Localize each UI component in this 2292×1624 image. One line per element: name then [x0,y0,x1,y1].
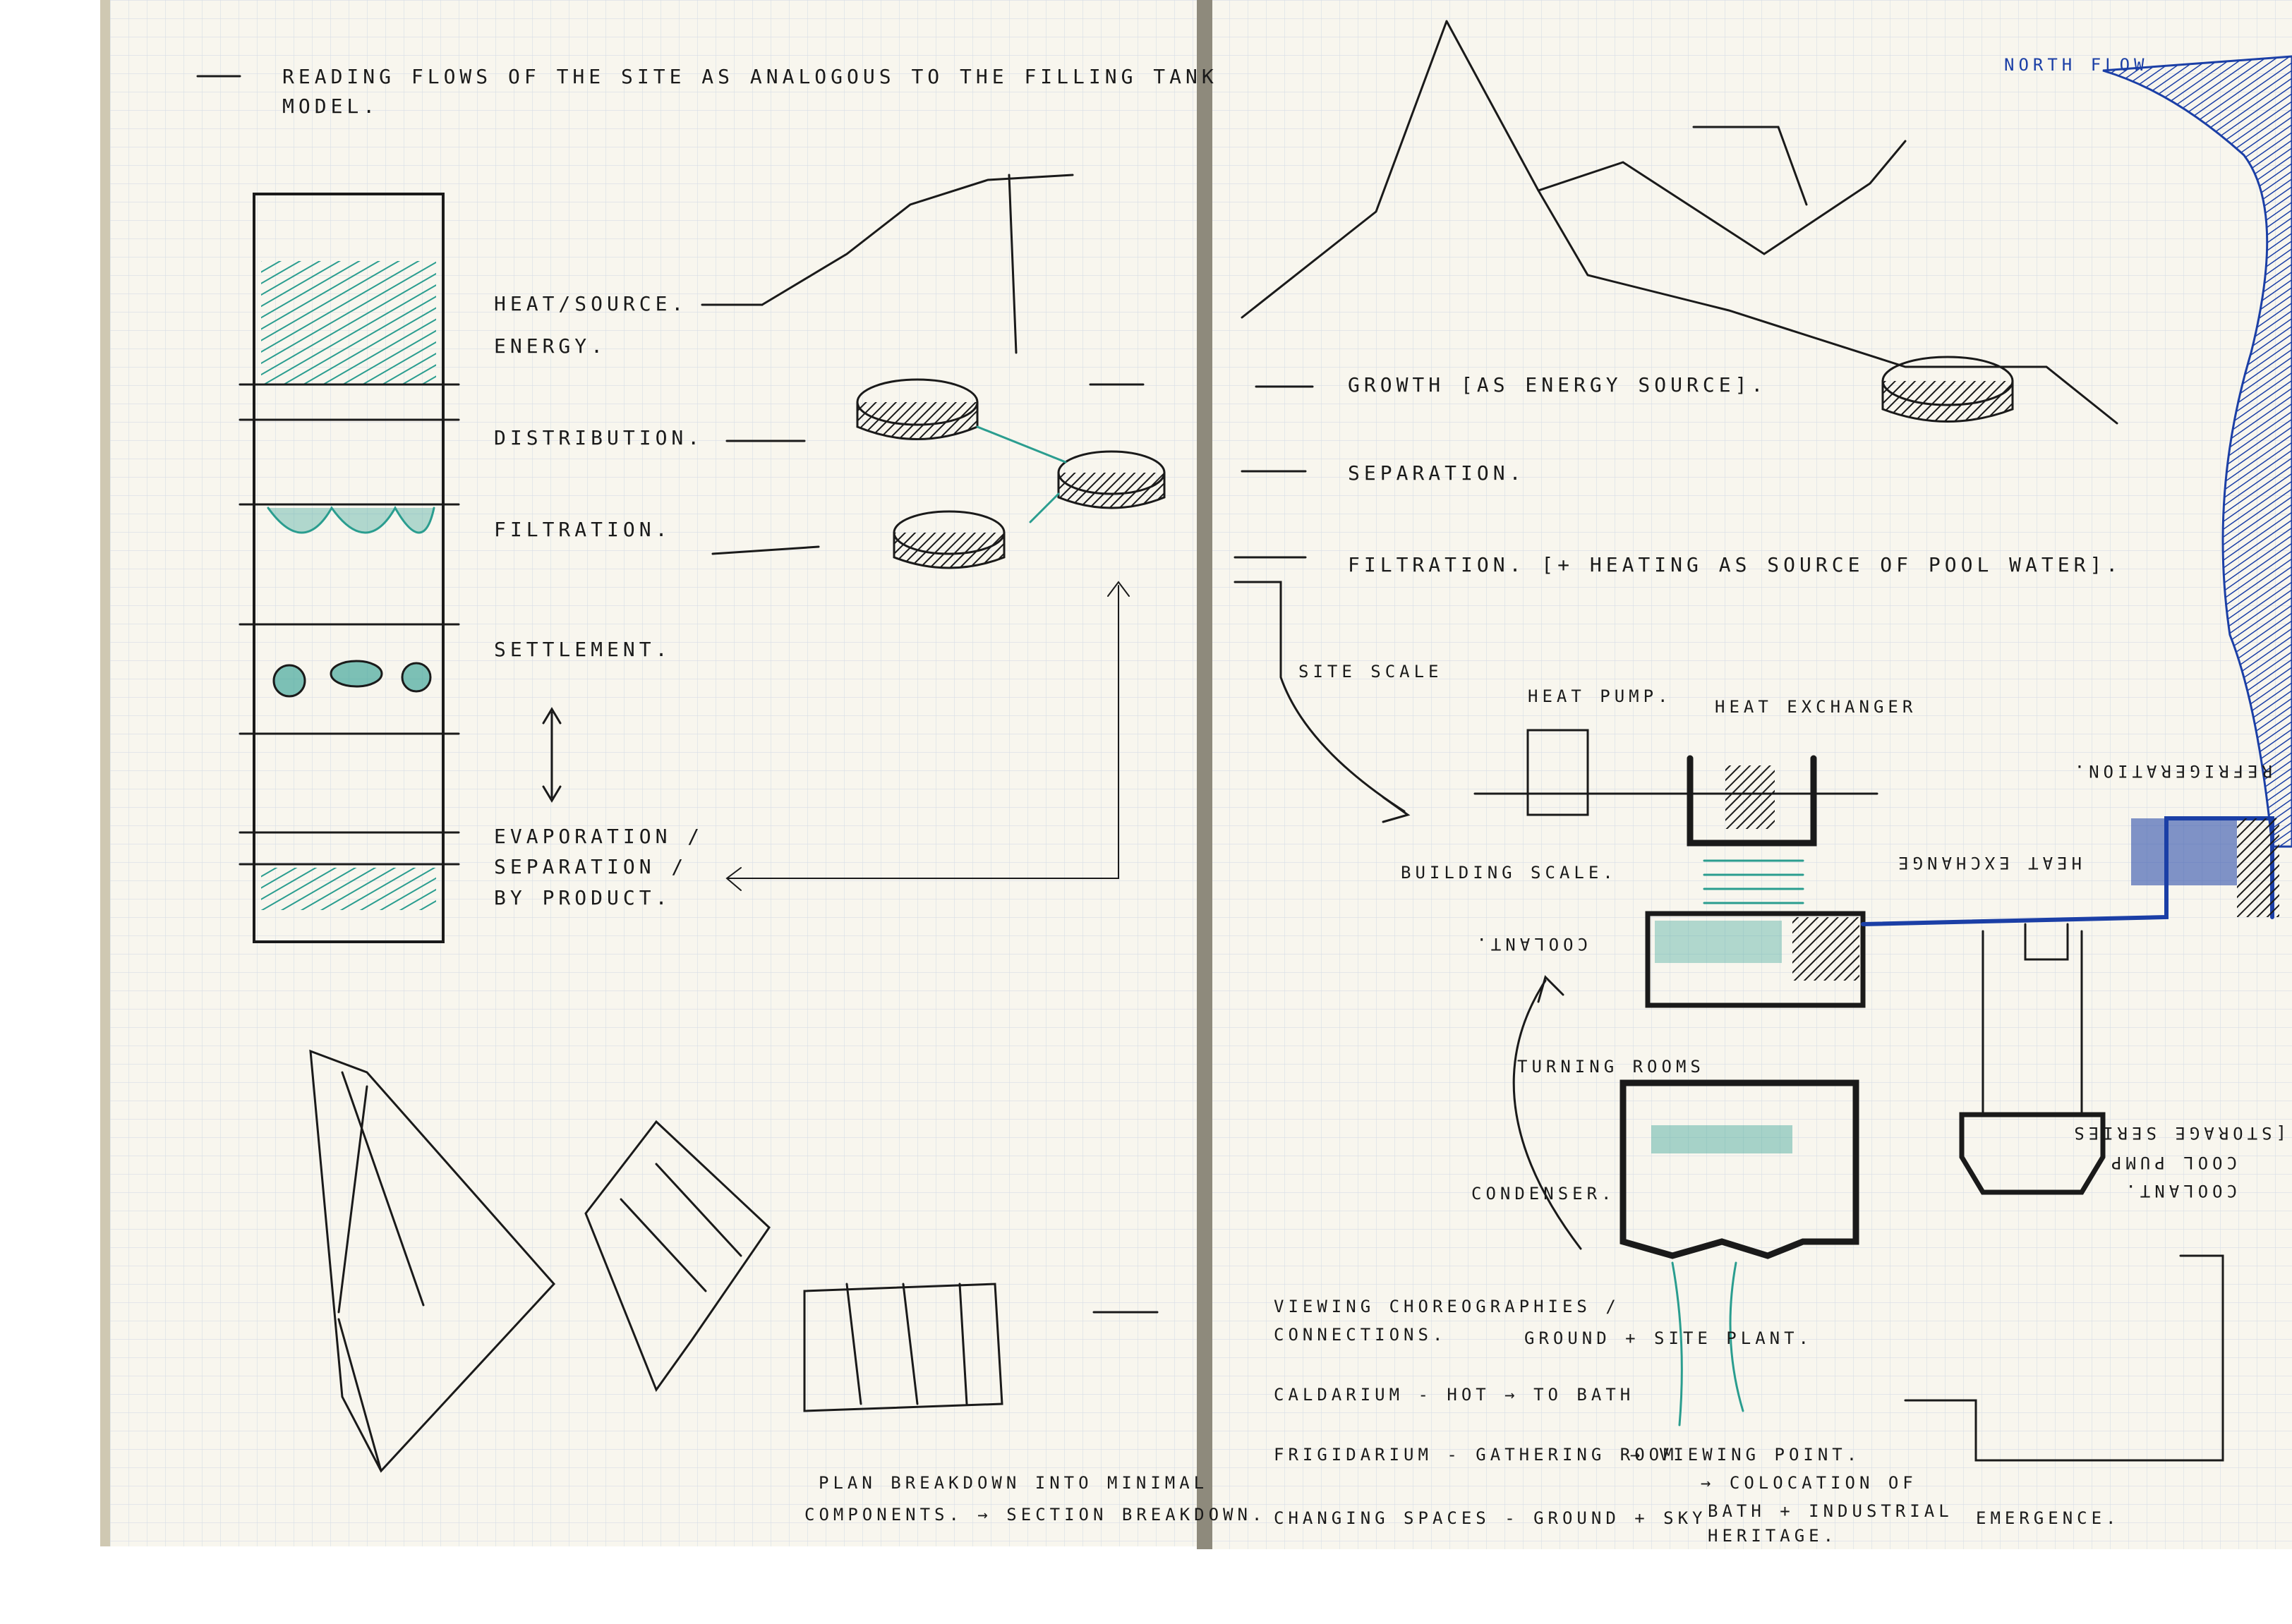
flow-line-teal [976,425,1067,523]
list-growth: GROWTH [AS ENERGY SOURCE]. [1348,373,1767,396]
note-viewing-point: → VIEWING POINT. [1630,1445,1861,1465]
arrow-filtration [711,545,820,555]
mirrored-storage-series: [STORAGE SERIES [2070,1123,2286,1143]
label-energy: ENERGY. [494,334,607,358]
upper-chamber-dark [1792,917,1859,981]
tank-drum-1 [856,378,979,440]
heat-exchanger-label: HEAT EXCHANGER [1715,697,1917,717]
label-turning-rooms: TURNING ROOMS [1517,1057,1705,1077]
left-page-edge [100,0,110,1546]
note-changing-spaces: CHANGING SPACES - GROUND + SKY [1274,1508,1706,1528]
perspective-sketch-2 [584,1120,771,1393]
label-condenser: CONDENSER. [1471,1184,1616,1204]
left-page-grid [110,0,1200,1546]
perspective-sketch-1 [309,1049,556,1473]
left-header-line1: READING FLOWS OF THE SITE AS ANALOGOUS T… [282,65,1218,88]
basin-outline [1904,1254,2224,1462]
bottom-note-line2: COMPONENTS. → SECTION BREAKDOWN. [804,1505,1266,1525]
mirrored-coolant-2: COOLANT. [2121,1181,2237,1201]
building-scale-label: BUILDING SCALE. [1401,863,1617,883]
label-filtration: FILTRATION. [494,518,671,541]
scale-arrow [1234,581,1411,823]
note-caldarium: CALDARIUM - HOT → TO BATH [1274,1385,1634,1405]
north-flow-label: NORTH FLOW [2004,55,2149,75]
mirrored-refrigeration: REFRIGERATION. [2070,761,2272,781]
note-ground-site: GROUND + SITE PLANT. [1524,1328,1813,1348]
bottom-note-line1: PLAN BREAKDOWN INTO MINIMAL [819,1473,1208,1493]
teal-drips [1671,1261,1744,1426]
notebook [100,0,2292,1549]
heat-exchanger-tank [1687,755,1817,847]
lower-chamber [1620,1079,1859,1259]
list-filtration: FILTRATION. [+ HEATING AS SOURCE OF POOL… [1348,553,2122,576]
note-viewing-choreographies: VIEWING CHOREOGRAPHIES / [1274,1297,1620,1316]
blue-pool-fill [2131,818,2237,885]
right-dark-block [2237,818,2279,917]
site-scale-label: SITE SCALE [1298,662,1443,681]
note-bath-industrial: BATH + INDUSTRIAL [1708,1501,1953,1521]
upper-chamber-fill [1655,921,1782,963]
label-settlement: SETTLEMENT. [494,638,671,661]
right-page-content: NORTH FLOW GROWTH [AS ENERGY SOURCE]. SE… [1089,20,2292,1546]
return-arrow [725,581,1130,891]
label-by-product: BY PRODUCT. [494,886,671,909]
note-connections: CONNECTIONS. [1274,1325,1447,1345]
note-frigidarium: FRIGIDARIUM - GATHERING ROOM [1274,1445,1678,1465]
loop-arrow [1512,975,1582,1250]
label-distribution: DISTRIBUTION. [494,426,704,449]
left-header-line2: MODEL. [282,95,379,118]
note-emergence: EMERGENCE. [1976,1508,2121,1528]
label-heat-source: HEAT/SOURCE. [494,292,687,315]
list-separation: SEPARATION. [1348,461,1525,485]
teal-flow-lines [1703,859,1804,904]
site-tank [1881,356,2014,423]
note-colocation: → COLOCATION OF [1701,1473,1917,1493]
lower-chamber-fill [1651,1125,1792,1153]
heat-pump-label: HEAT PUMP. [1528,686,1672,706]
note-heritage: HERITAGE. [1708,1526,1838,1546]
mirrored-coolant: COOLANT. [1472,934,1588,954]
tank-drum-3 [893,510,1006,569]
label-separation: SEPARATION / [494,855,687,878]
spine-shadow [1197,0,1212,1549]
exchanger-coil [1725,765,1775,829]
north-flow-band [2102,55,2292,848]
left-page-content: READING FLOWS OF THE SITE AS ANALOGOUS T… [196,65,1266,1525]
tank-drum-2 [1057,450,1166,509]
landscape-sketch [1241,20,2118,425]
hose-sketch [761,174,1074,354]
cooling-tank [1959,1112,2106,1195]
perspective-sketch-3 [803,1283,1003,1412]
heat-pump-box [1526,729,1589,816]
label-evaporation: EVAPORATION / [494,825,704,848]
mirrored-cool-pump: COOL PUMP. [2093,1153,2238,1172]
tank-section-column [239,193,460,943]
upper-chamber [1645,911,1866,1008]
mirrored-heat-exchange: HEAT EXCHANGE [1894,853,2082,873]
